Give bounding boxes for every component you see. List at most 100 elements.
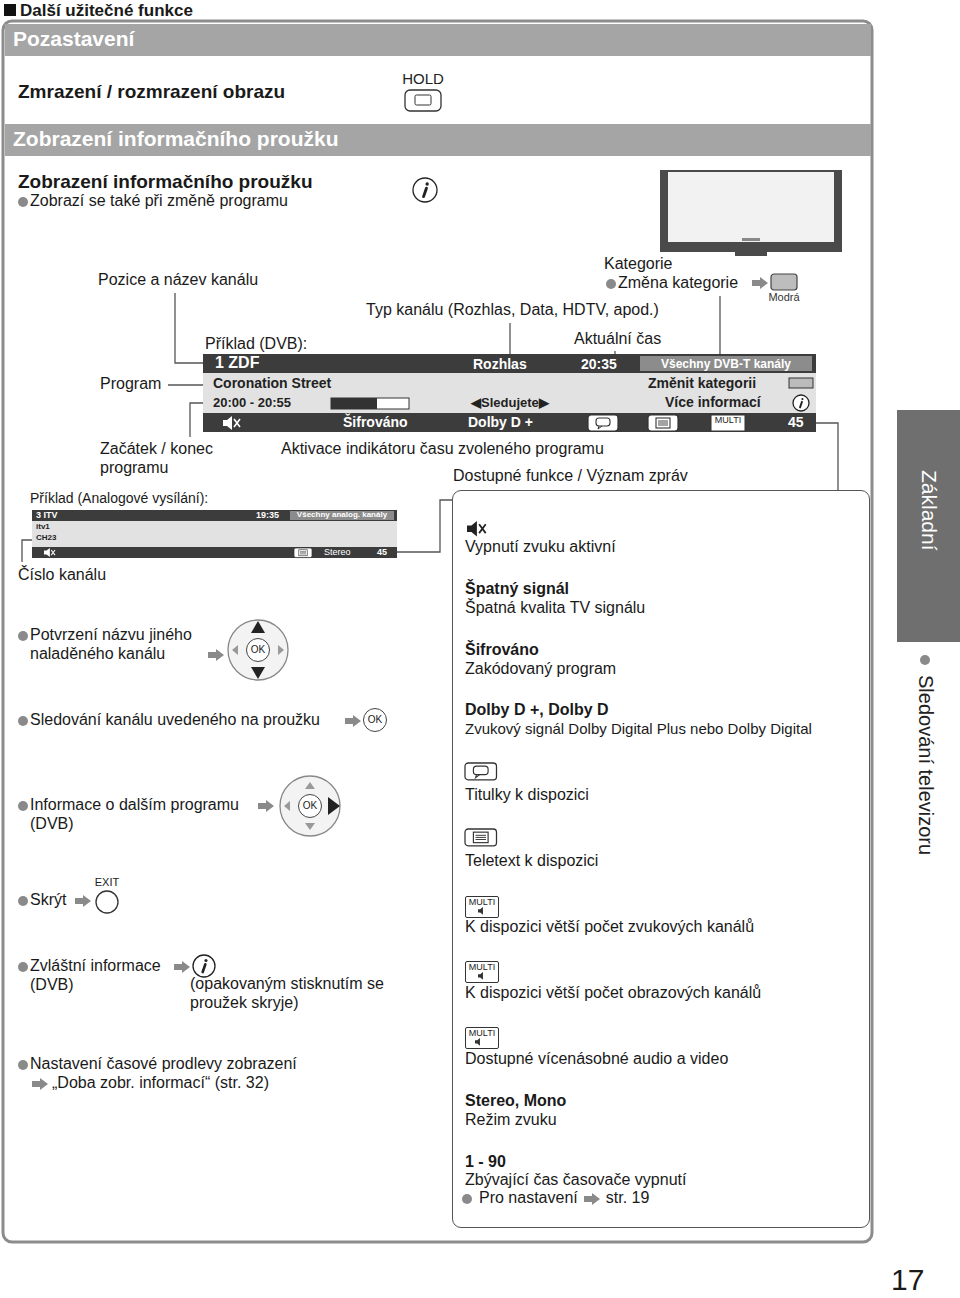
graphic-part [251,621,265,633]
graphic-part [719,296,720,354]
section-square [4,4,16,16]
arrow-shape [32,1078,48,1090]
speaker-icon [475,1038,480,1046]
label-text: Zobrazení informačního proužku [18,171,313,193]
leader-lines [22,293,838,562]
node-text: Šifrováno [343,414,408,431]
graphic-part [305,823,315,830]
icon-part [424,188,427,196]
node-text: Dolby D +, Dolby D [465,701,609,720]
label-text: 17 [891,1262,924,1297]
icon-part [801,398,803,400]
graphic-part [742,238,760,241]
icon-part [204,959,207,962]
node-text: Pro nastavení [479,1189,578,1208]
node-text: Teletext k dispozici [465,852,598,871]
icon-part [478,907,483,915]
icon-part [479,524,486,533]
node-text: Titulky k dispozici [465,786,589,805]
bullet-dot [462,1194,472,1204]
icon-part [793,395,809,411]
node-text: Zvukový signál Dolby Digital Plus nebo D… [465,720,812,738]
icon-part [800,402,802,408]
label-text: „Doba zobr. informací“ (str. 32) [52,1074,269,1093]
node-text: Pozastavení [13,27,134,52]
node-text: Šifrováno [465,641,539,660]
graphic-part [22,540,32,562]
main-panel [3,21,872,1242]
arrow-shape [752,277,768,289]
node-text: 19:35 [256,510,279,521]
node-text: Dostupné funkce / Význam zpráv [453,467,688,486]
icon-part [771,274,797,290]
graphic-part [614,351,615,354]
arrow-shape [345,715,361,727]
icon-part [415,95,431,105]
icon-part [465,829,497,846]
node-text: MULTI [465,961,499,983]
section-band: Zobrazení informačního proužku [5,124,871,156]
node-text: 20:00 - 20:55 [213,395,291,410]
label-text: (opakovaným stisknutím se proužek skryje… [190,975,415,1013]
navigation-ring [280,776,340,836]
icon-part [640,356,812,371]
arrow-shape [258,800,274,812]
node-text: Stereo [324,547,351,558]
bullet-dot [920,655,930,665]
label-text: Změna kategorie [618,274,738,293]
graphic-part [660,170,842,252]
node-text: Stereo, Mono [465,1092,566,1111]
icon-part [193,955,215,977]
icon-part [711,415,745,431]
node-text: Rozhlas [473,356,527,373]
icon-part [656,418,670,428]
node-text: HOLD [398,70,448,88]
icon-part [234,419,240,427]
bullet-dot [18,1060,28,1070]
node-text: Dostupné vícenásobné audio a video [465,1050,728,1069]
label-text: Potvrzení názvu jiného naladěného kanálu [30,626,218,664]
teletext-icon [465,829,497,846]
icon-part [476,775,480,778]
icon-part [299,550,307,556]
label-text: Zmrazení / rozmrazení obrazu [18,81,285,103]
node-text: Všechny analog. kanály [290,510,394,519]
graphic-part [328,797,340,815]
blue-button: Modrá [766,272,802,306]
label-text: Kategorie [604,255,673,274]
graphic-part [284,801,290,811]
graphic-part [397,500,452,552]
label-text: Příklad (Analogové vysílání): [30,490,208,507]
mute-icon [44,548,55,557]
node-text: Špatný signál [465,580,569,599]
icon-part [331,398,409,409]
label-text: Zvláštní informace (DVB) [30,957,180,995]
node-text: MULTI [465,896,499,918]
icon-part [203,413,816,432]
icon-part [32,547,397,558]
label-text: Skrýt [30,891,66,910]
node-text: str. 19 [606,1189,650,1208]
ok-button: OK [246,638,270,662]
icon-part [203,964,206,972]
graphic-part [278,645,284,655]
icon-part [588,415,618,431]
icon-part [789,378,813,388]
node-text: Základní [916,470,941,551]
node-text: Modrá [766,291,802,304]
label-text: Příklad (DVB): [205,335,307,354]
step-arrow [584,1193,601,1205]
exit-button: EXIT [92,876,122,916]
node-text: Zbývající čas časovače vypnutí [465,1171,686,1190]
node-text: Zobrazení informačního proužku [13,127,339,152]
icon-part [473,766,488,774]
label-text: Sledování televizoru [913,675,937,855]
node-text: 45 [788,414,804,431]
icon-part [596,418,610,426]
graphic-part [228,620,288,680]
node-text: Vypnutí zvuku aktivní [465,538,616,557]
hold-button: HOLD [398,70,448,112]
node-text: ◀Sledujete▶ [471,395,549,410]
label-text: Sledování kanálu uvedeného na proužku [30,711,320,730]
label-text: Program [100,375,161,394]
